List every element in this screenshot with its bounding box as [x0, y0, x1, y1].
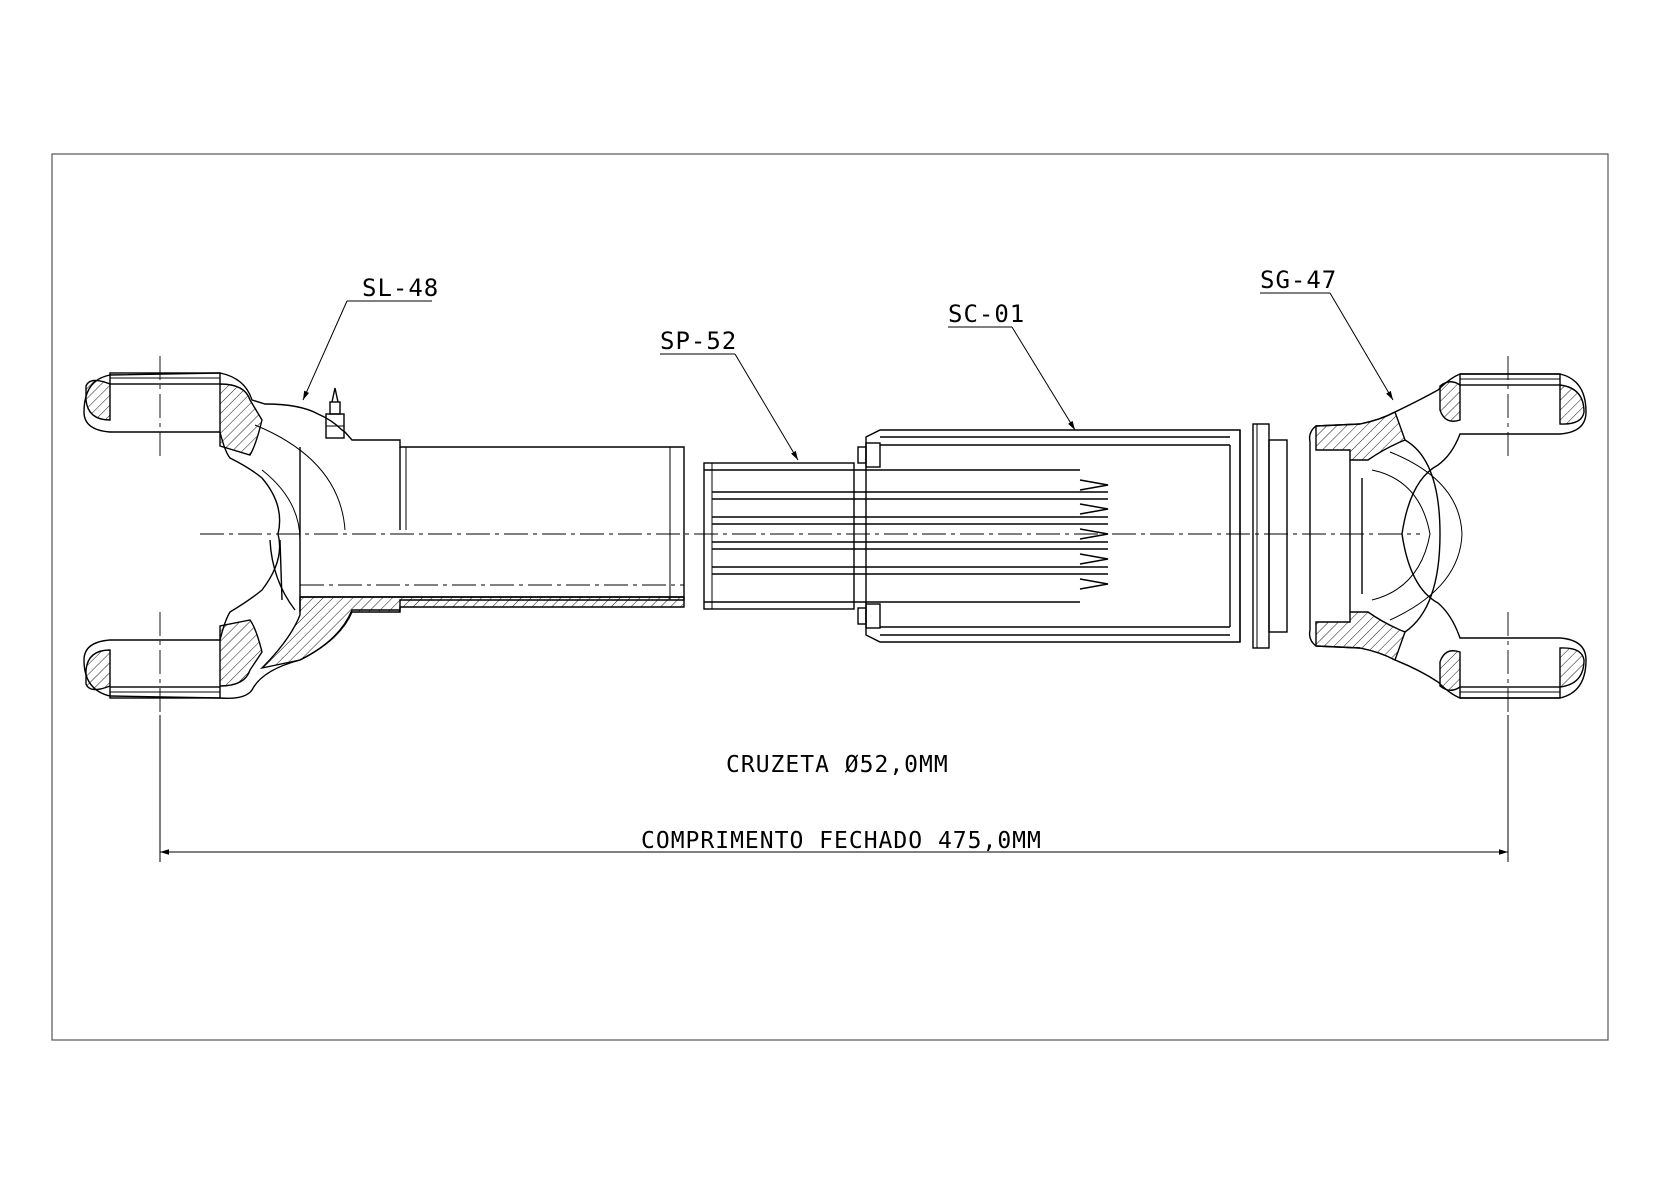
- slip-yoke: [83, 372, 685, 700]
- label-sc-01: SC-01: [948, 300, 1025, 328]
- label-sp-52: SP-52: [660, 327, 737, 355]
- drawing-frame: [51, 153, 1609, 1041]
- spline-shaft: [703, 462, 1109, 610]
- closed-length-note: COMPRIMENTO FECHADO 475,0MM: [641, 828, 1042, 854]
- label-sg-47: SG-47: [1260, 266, 1337, 294]
- slip-sleeve: [857, 423, 1288, 649]
- callouts: [302, 292, 1394, 461]
- end-yoke: [1308, 373, 1587, 699]
- label-sl-48: SL-48: [362, 274, 439, 302]
- cross-note: CRUZETA Ø52,0MM: [726, 752, 949, 778]
- length-dimension: [159, 715, 1509, 862]
